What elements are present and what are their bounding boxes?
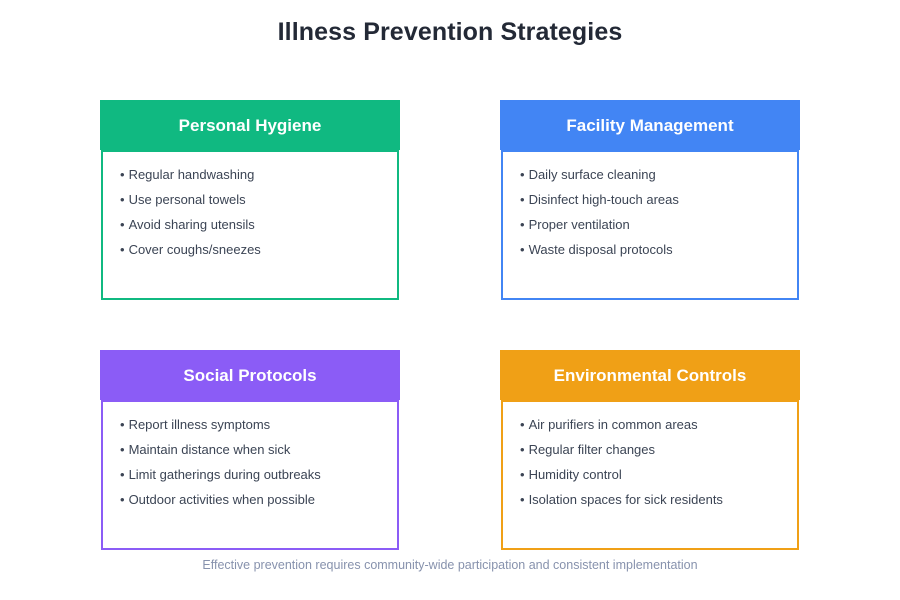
footer-note: Effective prevention requires community-… <box>202 558 698 572</box>
list-item-label: Daily surface cleaning <box>528 167 656 182</box>
bullet-icon: • <box>520 192 525 207</box>
list-item-label: Outdoor activities when possible <box>128 492 315 507</box>
card-title-facility-management: Facility Management <box>566 115 734 135</box>
card-header-social-protocols: Social Protocols <box>100 350 400 400</box>
bullet-icon: • <box>520 217 525 232</box>
bullet-icon: • <box>520 167 525 182</box>
card-body-facility-management: •Daily surface cleaning •Disinfect high-… <box>501 150 799 300</box>
list-item: •Limit gatherings during outbreaks <box>120 468 397 493</box>
bullet-icon: • <box>520 492 525 507</box>
list-item-label: Humidity control <box>528 467 622 482</box>
bullet-icon: • <box>520 442 525 457</box>
list-item: •Regular handwashing <box>120 168 397 193</box>
list-item-label: Isolation spaces for sick residents <box>528 492 723 507</box>
list-item-label: Air purifiers in common areas <box>528 417 698 432</box>
list-item: •Air purifiers in common areas <box>520 418 797 443</box>
list-item-label: Maintain distance when sick <box>128 442 291 457</box>
list-item-label: Limit gatherings during outbreaks <box>128 467 321 482</box>
card-title-environmental-controls: Environmental Controls <box>553 365 747 385</box>
list-item: •Cover coughs/sneezes <box>120 243 397 268</box>
list-item-label: Regular handwashing <box>128 167 255 182</box>
card-body-personal-hygiene: •Regular handwashing •Use personal towel… <box>101 150 399 300</box>
bullet-icon: • <box>120 192 125 207</box>
list-item-label: Regular filter changes <box>528 442 656 457</box>
list-item: •Outdoor activities when possible <box>120 493 397 518</box>
list-item-label: Report illness symptoms <box>128 417 271 432</box>
card-body-social-protocols: •Report illness symptoms •Maintain dista… <box>101 400 399 550</box>
list-item: •Regular filter changes <box>520 443 797 468</box>
list-item: •Avoid sharing utensils <box>120 218 397 243</box>
card-header-facility-management: Facility Management <box>500 100 800 150</box>
list-item-label: Use personal towels <box>128 192 246 207</box>
bullet-icon: • <box>120 442 125 457</box>
list-item-label: Cover coughs/sneezes <box>128 242 261 257</box>
card-header-environmental-controls: Environmental Controls <box>500 350 800 400</box>
card-body-environmental-controls: •Air purifiers in common areas •Regular … <box>501 400 799 550</box>
list-item: •Maintain distance when sick <box>120 443 397 468</box>
bullet-icon: • <box>120 492 125 507</box>
card-header-personal-hygiene: Personal Hygiene <box>100 100 400 150</box>
bullet-icon: • <box>120 242 125 257</box>
card-title-personal-hygiene: Personal Hygiene <box>178 115 322 135</box>
list-item: •Waste disposal protocols <box>520 243 797 268</box>
bullet-icon: • <box>520 242 525 257</box>
bullet-icon: • <box>120 467 125 482</box>
bullet-icon: • <box>120 167 125 182</box>
list-item: •Isolation spaces for sick residents <box>520 493 797 518</box>
list-item-label: Disinfect high-touch areas <box>528 192 679 207</box>
bullet-icon: • <box>120 417 125 432</box>
list-item: •Report illness symptoms <box>120 418 397 443</box>
list-item-label: Avoid sharing utensils <box>128 217 255 232</box>
list-item: •Disinfect high-touch areas <box>520 193 797 218</box>
list-item: •Daily surface cleaning <box>520 168 797 193</box>
list-item: •Humidity control <box>520 468 797 493</box>
list-item: •Use personal towels <box>120 193 397 218</box>
list-item-label: Waste disposal protocols <box>528 242 673 257</box>
list-item-label: Proper ventilation <box>528 217 630 232</box>
bullet-icon: • <box>520 467 525 482</box>
bullet-icon: • <box>120 217 125 232</box>
page-title: Illness Prevention Strategies <box>277 18 623 46</box>
list-item: •Proper ventilation <box>520 218 797 243</box>
bullet-icon: • <box>520 417 525 432</box>
card-title-social-protocols: Social Protocols <box>183 365 317 385</box>
